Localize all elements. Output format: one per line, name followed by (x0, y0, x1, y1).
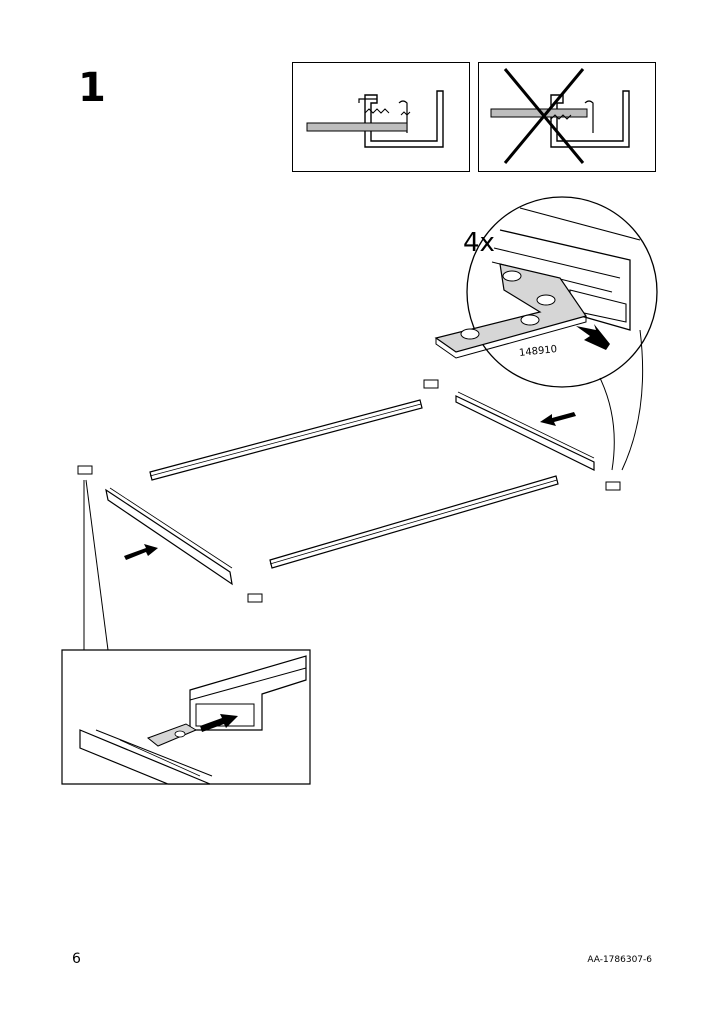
wrong-fit-illustration (490, 68, 630, 164)
quantity-label: 4x (463, 228, 495, 258)
page-number: 6 (72, 951, 81, 967)
right-side-rail (455, 391, 595, 471)
document-code: AA-1786307-6 (587, 955, 652, 965)
insert-arrow-icon (576, 324, 610, 350)
push-arrow-icon (540, 412, 576, 426)
bracket-callout-circle (434, 196, 658, 471)
push-arrow-icon (124, 544, 158, 560)
left-side-rail (105, 487, 233, 586)
step-number: 1 (78, 65, 106, 111)
correct-fit-panel (292, 62, 470, 172)
wrong-fit-panel (478, 62, 656, 172)
connector-bracket (434, 263, 587, 359)
detail-illustration (79, 655, 307, 785)
insert-arrow-icon (200, 714, 238, 732)
back-rail (149, 399, 423, 481)
corner-brackets (77, 379, 621, 603)
cross-mark-icon (503, 68, 585, 164)
correct-fit-icon (306, 90, 444, 148)
front-rail (269, 475, 559, 569)
